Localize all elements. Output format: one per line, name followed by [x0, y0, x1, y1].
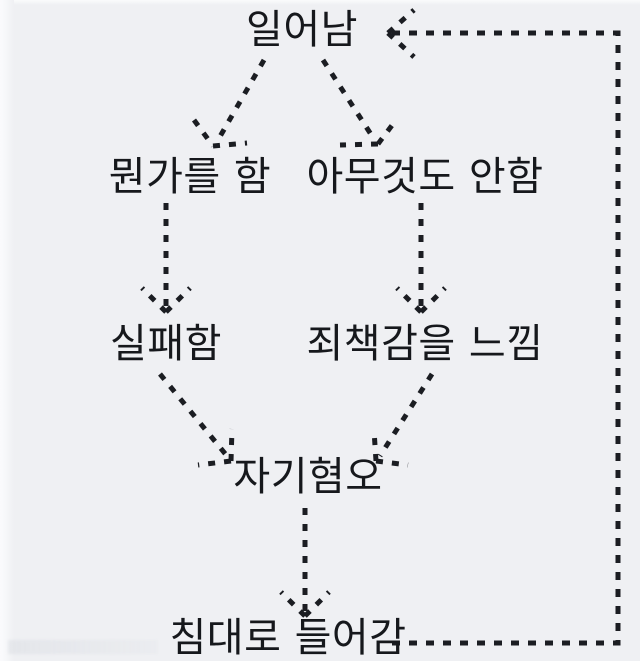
edge-do-nothing-to-guilty [395, 203, 447, 314]
node-self-hatred[interactable]: 자기혐오 [233, 454, 383, 500]
edge-wake-to-do-something [191, 58, 267, 149]
node-do-nothing[interactable]: 아무것도 안함 [306, 154, 544, 200]
edge-bed-to-wake-up [386, 8, 621, 646]
edge-guilty-to-self-hatred [371, 372, 435, 468]
node-go-to-bed[interactable]: 침대로 들어감 [169, 615, 407, 661]
node-feel-guilty[interactable]: 죄책감을 느낌 [306, 321, 544, 367]
node-do-something[interactable]: 뭔가를 함 [108, 154, 272, 200]
edge-self-hatred-to-bed [279, 508, 331, 618]
node-wake-up[interactable]: 일어남 [246, 7, 358, 53]
node-fail[interactable]: 실패함 [110, 321, 222, 367]
edge-fail-to-self-hatred [158, 372, 235, 468]
edge-do-something-to-fail [140, 203, 192, 314]
edge-wake-to-do-nothing [320, 58, 398, 148]
